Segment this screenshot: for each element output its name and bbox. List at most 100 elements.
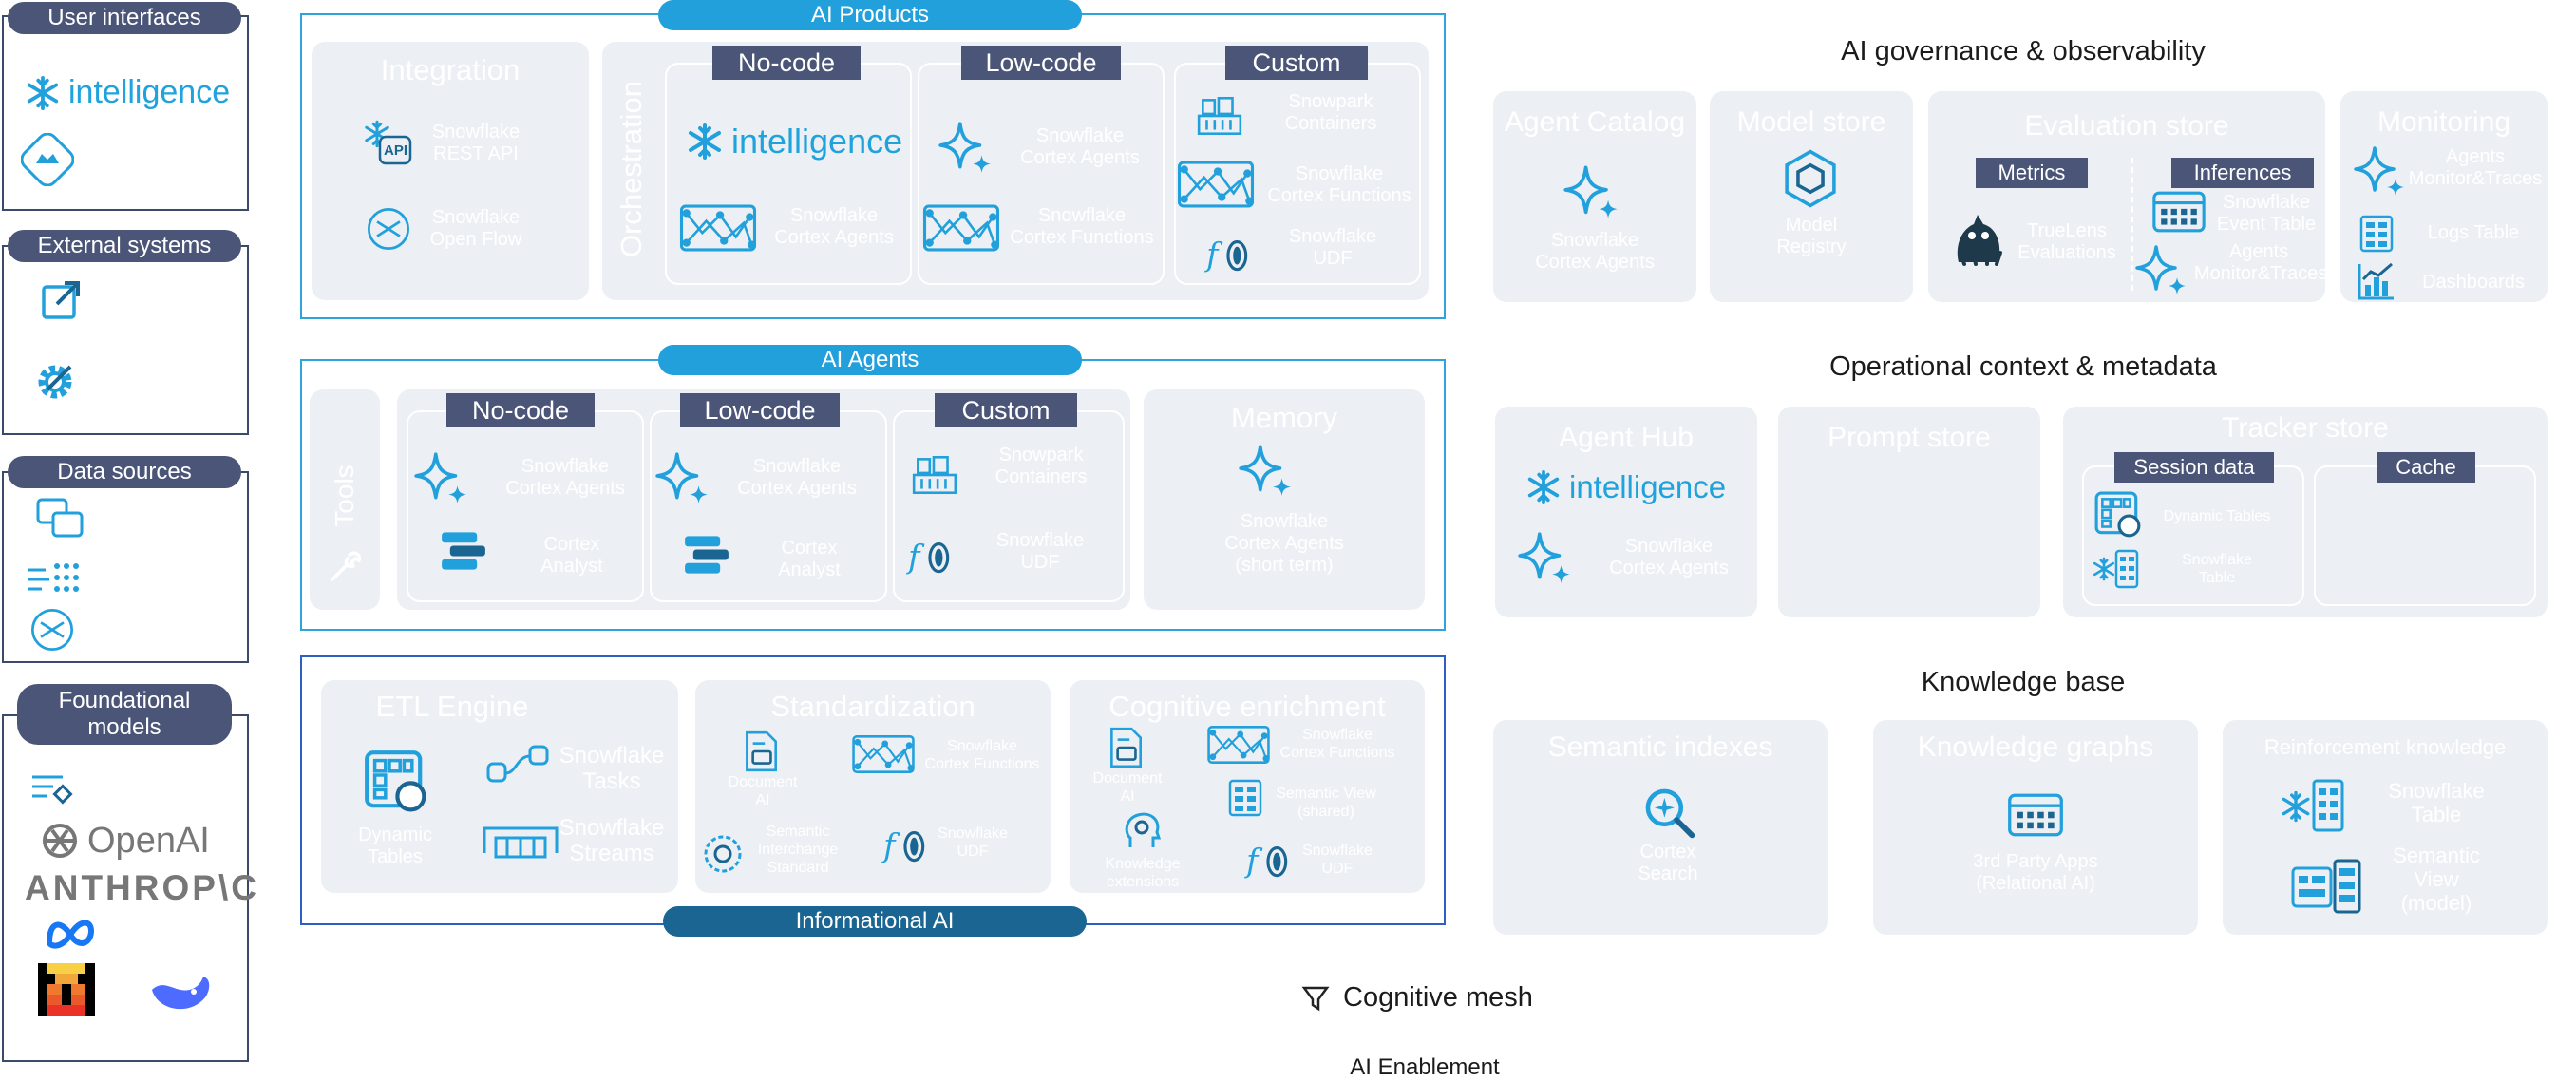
agents-nocode-agents-label: Snowflake Cortex Agents	[505, 456, 625, 499]
logs-table-icon	[2356, 213, 2397, 255]
dashboards-icon	[2356, 260, 2397, 302]
tasks-icon	[486, 745, 549, 783]
containers-icon	[910, 452, 959, 498]
snowflake-table-icon	[2093, 549, 2139, 589]
cache-tag: Cache	[2377, 452, 2475, 483]
semantic-indexes-title: Semantic indexes	[1547, 731, 1773, 763]
products-custom-functions-label: Snowflake Cortex Functions	[1267, 163, 1411, 206]
streams-icon	[483, 826, 559, 859]
external-link-icon	[42, 281, 80, 319]
prompt-store-title: Prompt store	[1828, 422, 1991, 453]
agents-custom-udf-label: Snowflake UDF	[995, 530, 1085, 573]
memory-title: Memory	[1231, 401, 1337, 434]
filter-icon	[1301, 986, 1330, 1011]
products-nocode-agents-label: Snowflake Cortex Agents	[774, 205, 894, 248]
cortex-analyst-icon	[437, 528, 490, 574]
tracker-store-card	[2063, 407, 2548, 617]
agents-nocode-tag: No-code	[446, 393, 595, 427]
knowledge-graphs-title: Knowledge graphs	[1917, 731, 2154, 763]
udf-icon	[881, 825, 931, 864]
session-dt-label: Dynamic Tables	[2163, 508, 2271, 524]
sparkle-icon	[1237, 441, 1296, 500]
evaluation-divider	[2131, 158, 2133, 291]
integration-card	[312, 42, 589, 300]
governance-heading: AI governance & observability	[1841, 36, 2206, 66]
semantic-indexes-card	[1493, 720, 1828, 935]
std-udf-label: Snowflake UDF	[938, 825, 1008, 860]
inferences-tag: Inferences	[2171, 158, 2314, 188]
informational-ai-pill: Informational AI	[663, 906, 1087, 937]
agents-lowcode-tag: Low-code	[680, 393, 840, 427]
monitoring-title: Monitoring	[2377, 106, 2511, 138]
etl-tasks-label: Snowflake Tasks	[559, 743, 665, 794]
intelligence-logo: intelligence	[25, 74, 230, 111]
udf-icon	[1244, 840, 1294, 880]
monitoring-agents-label: Agents Monitor&Traces	[2408, 146, 2543, 189]
agent-hub-card	[1495, 407, 1757, 617]
integration-title: Integration	[380, 53, 521, 86]
database-icon	[36, 498, 84, 538]
event-table-icon	[2149, 190, 2209, 234]
eval-agents-label: Agents Monitor&Traces	[2194, 241, 2328, 284]
snowflake-icon	[25, 75, 61, 111]
cache-box	[2314, 465, 2536, 606]
semantic-view-model-icon	[2291, 859, 2361, 914]
reinforcement-knowledge-title: Reinforcement knowledge	[2263, 735, 2507, 759]
open-flow-icon	[365, 205, 412, 253]
anthropic-logo: ANTHROP\C	[25, 868, 259, 907]
memory-label: Snowflake Cortex Agents (short term)	[1224, 511, 1344, 576]
model-store-card	[1710, 91, 1913, 302]
snowflake-table-icon	[2282, 779, 2344, 832]
agents-custom-containers-label: Snowpark Containers	[994, 445, 1088, 487]
monitoring-card	[2340, 91, 2548, 302]
mistral-icon	[38, 963, 95, 1016]
openflow-icon	[28, 606, 76, 654]
std-cortex-functions-label: Snowflake Cortex Functions	[924, 738, 1040, 772]
model-store-label: Model Registry	[1776, 215, 1847, 257]
products-custom-udf-label: Snowflake UDF	[1288, 226, 1377, 269]
sparkle-icon	[2133, 241, 2190, 298]
document-ai-icon	[741, 730, 781, 773]
tracker-store-title: Tracker store	[2222, 412, 2389, 444]
tools-title: Tools	[330, 465, 359, 527]
agent-catalog-label: Snowflake Cortex Agents	[1535, 230, 1655, 273]
external-systems-title: External systems	[8, 230, 241, 262]
snowflake-icon	[686, 123, 724, 161]
streamlit-icon	[21, 133, 74, 186]
snowflake-icon	[1525, 469, 1562, 505]
etl-streams-label: Snowflake Streams	[559, 815, 665, 866]
data-stream-icon	[28, 563, 79, 592]
knowledge-heading: Knowledge base	[1921, 667, 2126, 697]
sparkle-icon	[1516, 528, 1575, 587]
cog-knowledge-label: Knowledge extensions	[1105, 856, 1181, 890]
data-sources-panel	[2, 471, 249, 663]
cortex-functions-icon	[1206, 724, 1271, 766]
cortex-functions-icon	[921, 203, 1001, 253]
memory-card	[1144, 389, 1425, 610]
ai-agents-pill: AI Agents	[658, 345, 1082, 375]
ai-products-pill: AI Products	[658, 0, 1082, 30]
sparkle-icon	[1562, 161, 1622, 222]
cortex-agents-network-icon	[678, 203, 758, 253]
cortex-functions-icon	[1176, 160, 1256, 209]
cog-document-ai-label: Document AI	[1092, 770, 1163, 805]
reinforcement-knowledge-card	[2223, 720, 2548, 935]
agents-lowcode-analyst-label: Cortex Analyst	[778, 538, 841, 580]
agents-nocode-analyst-label: Cortex Analyst	[540, 534, 603, 577]
agent-catalog-title: Agent Catalog	[1504, 106, 1686, 138]
std-semantic-label: Semantic Interchange Standard	[757, 824, 839, 876]
orchestration-title: Orchestration	[615, 80, 648, 258]
reinforcement-table-label: Snowflake Table	[2388, 779, 2485, 826]
semantic-view-model-label: Semantic View (model)	[2393, 844, 2480, 915]
semantic-view-icon	[1225, 777, 1265, 819]
data-sources-title: Data sources	[8, 456, 241, 488]
agents-custom-tag: Custom	[935, 393, 1077, 427]
dynamic-tables-icon	[2093, 490, 2143, 540]
cog-udf-label: Snowflake UDF	[1302, 843, 1373, 877]
cortex-models-icon	[32, 775, 73, 805]
cortex-analyst-icon	[680, 532, 733, 578]
prompt-store-card	[1778, 407, 2040, 617]
products-intelligence-logo: intelligence	[686, 122, 902, 161]
etl-engine-title: ETL Engine	[375, 690, 529, 723]
cog-cortex-functions-label: Snowflake Cortex Functions	[1279, 727, 1395, 761]
